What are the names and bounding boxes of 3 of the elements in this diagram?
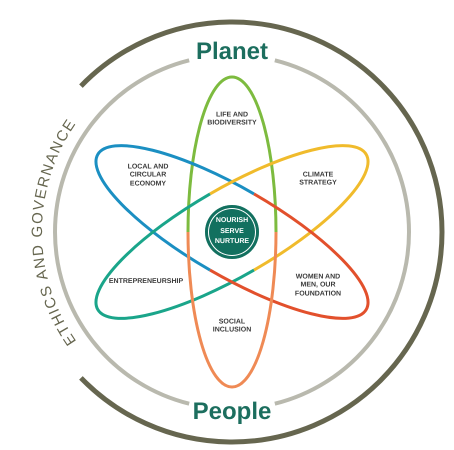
section-heading: Planet [196, 38, 268, 66]
core-circle [205, 205, 259, 259]
section-heading: People [192, 398, 272, 426]
